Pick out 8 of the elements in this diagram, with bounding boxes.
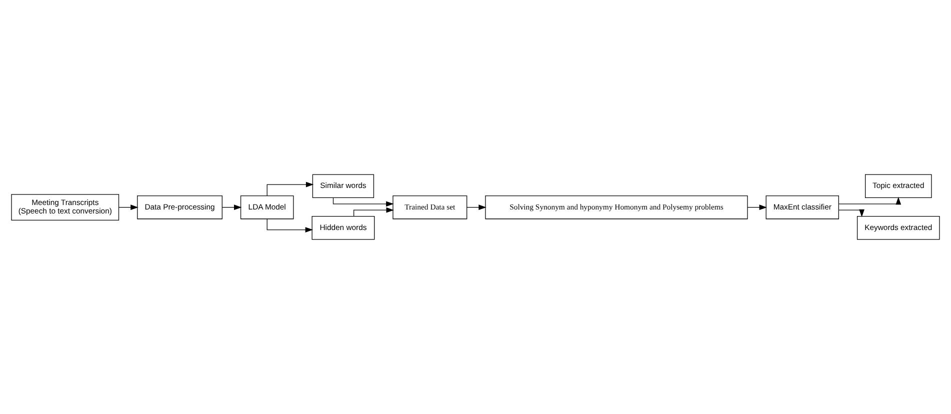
arrow (118, 204, 138, 210)
arrow (838, 209, 864, 218)
arrow (466, 204, 486, 210)
arrow (838, 196, 902, 205)
arrow (222, 204, 242, 210)
arrow (747, 204, 767, 210)
arrow (353, 207, 394, 216)
arrow (332, 198, 394, 207)
